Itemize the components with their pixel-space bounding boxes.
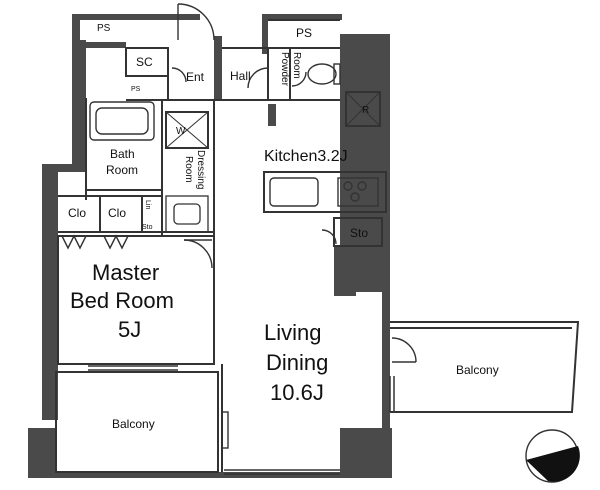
windows <box>88 365 395 475</box>
linen-text: Lin <box>144 200 151 209</box>
living-dining-line1: Living <box>264 320 321 345</box>
master-bedroom-line2: Bed Room <box>70 288 174 313</box>
balcony-left-label: Balcony <box>112 417 155 431</box>
fridge-cross <box>345 91 381 127</box>
powder-label-line2: Room <box>291 52 302 79</box>
kitchen-label: Kitchen3.2J <box>264 148 348 165</box>
washer-label: W <box>176 126 186 137</box>
entrance-label: Ent <box>186 70 205 84</box>
refrigerator-label: R <box>362 105 369 116</box>
washer-box <box>165 111 209 149</box>
bath-room-line1: Bath <box>110 147 135 161</box>
master-bedroom-line3: 5J <box>118 317 141 342</box>
powder-label-line1: Powder <box>279 52 290 87</box>
interior-walls <box>55 19 580 473</box>
master-bedroom-line1: Master <box>92 260 159 285</box>
compass-icon <box>525 429 580 483</box>
stove-icon <box>337 177 379 207</box>
dressing-label-line1: Dressing <box>195 150 206 189</box>
living-dining-line2: Dining <box>266 350 328 375</box>
dressing-room-label: Dressing Room <box>183 150 206 189</box>
pillar-mark <box>221 411 229 449</box>
living-dining-line3: 10.6J <box>270 380 324 405</box>
hall-label: Hall <box>230 69 251 83</box>
bathtub-icon <box>89 101 155 141</box>
closet-2-label: Clo <box>108 206 126 220</box>
exterior-walls <box>28 14 392 478</box>
ps-label-top-right: PS <box>296 26 312 40</box>
balcony-right-label: Balcony <box>456 363 499 377</box>
door-swing-icon <box>61 3 417 363</box>
ps-label-small: PS <box>131 86 141 93</box>
shoe-closet-label: SC <box>136 55 153 69</box>
bath-room-line2: Room <box>106 163 138 177</box>
storage-small-label: Sto <box>142 224 153 231</box>
ps-label-top-left: PS <box>97 23 111 34</box>
washbasin-icon <box>165 195 209 233</box>
dressing-label-line2: Room <box>183 156 194 183</box>
toilet-icon <box>307 63 341 85</box>
storage-label: Sto <box>350 226 368 240</box>
kitchen-sink-icon <box>269 177 319 207</box>
linen-label: Lin <box>144 200 151 209</box>
closet-1-label: Clo <box>68 206 86 220</box>
powder-room-label: Powder Room <box>279 52 302 87</box>
